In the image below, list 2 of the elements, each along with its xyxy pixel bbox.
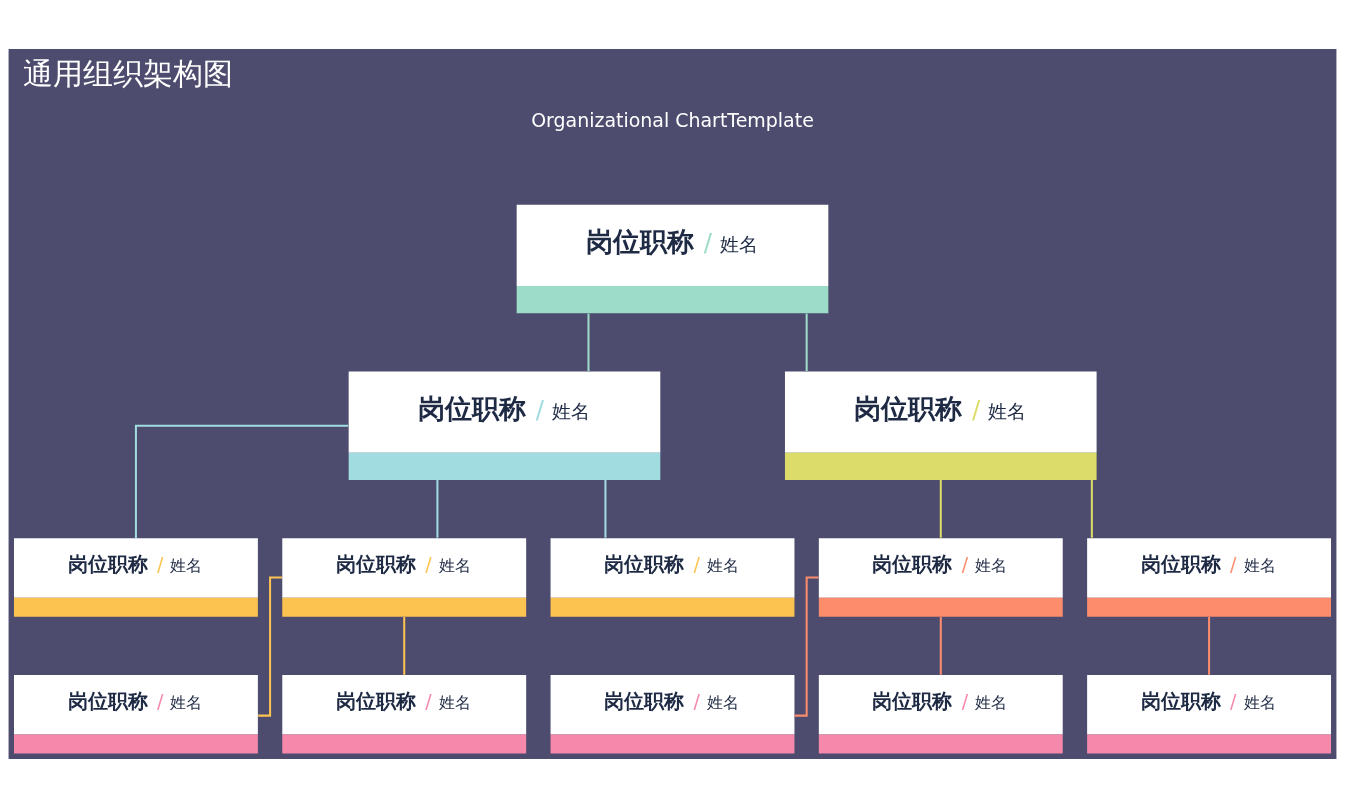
label: Organizational ChartTemplate — [531, 108, 814, 131]
diagram-title: 通用组织架构图 — [23, 55, 234, 91]
